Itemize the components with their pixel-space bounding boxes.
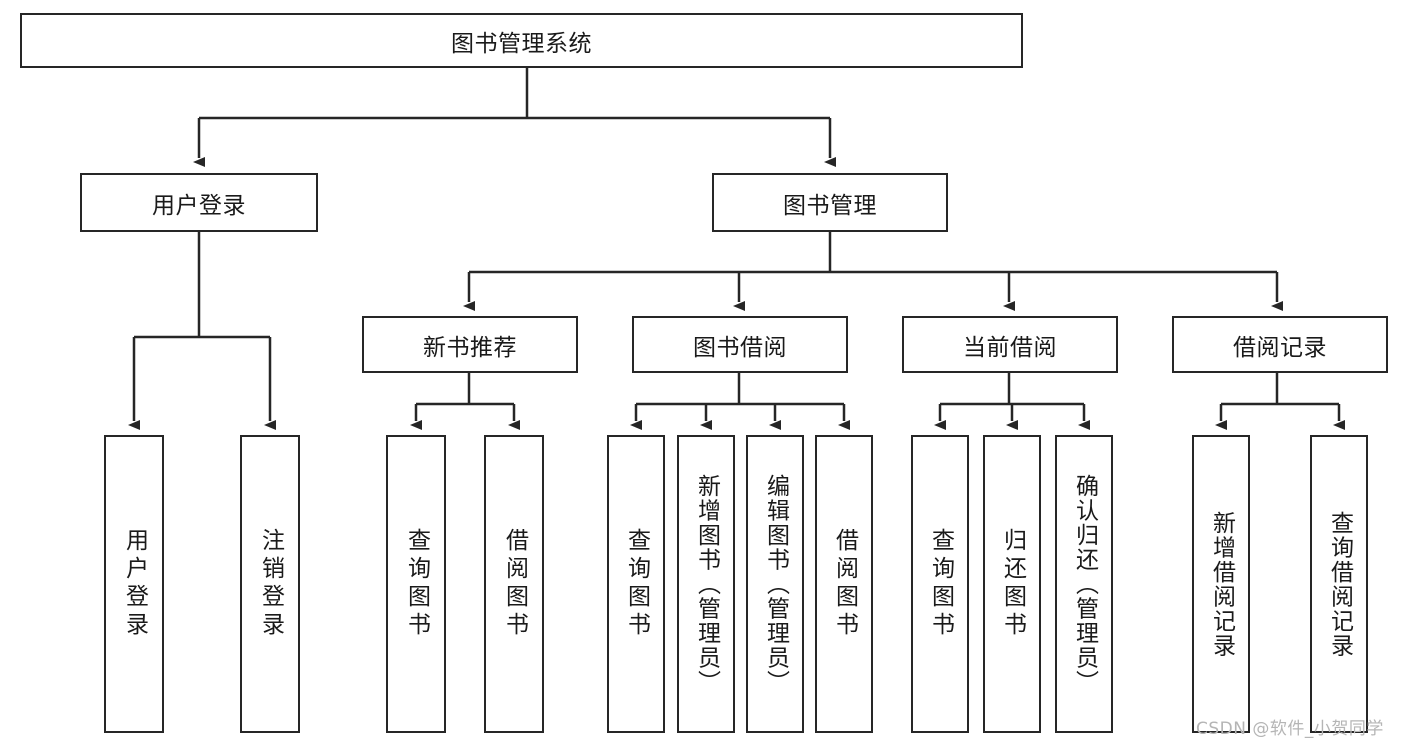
node-new-book-recommend[interactable]: 新书推荐 — [362, 316, 578, 373]
node-leaf-confirm-return-admin[interactable]: 确认归还（管理员） — [1055, 435, 1113, 733]
node-borrow-records[interactable]: 借阅记录 — [1172, 316, 1388, 373]
node-label-leaf-query-borrow-record: 查询借阅记录 — [1326, 510, 1353, 658]
node-leaf-user-login[interactable]: 用户登录 — [104, 435, 164, 733]
node-user-login[interactable]: 用户登录 — [80, 173, 318, 232]
node-leaf-return-book[interactable]: 归还图书 — [983, 435, 1041, 733]
node-label-new-book-recommend: 新书推荐 — [423, 334, 517, 361]
node-leaf-borrow-book[interactable]: 借阅图书 — [815, 435, 873, 733]
node-label-leaf-borrow-book: 借阅图书 — [831, 528, 858, 640]
node-label-current-borrow: 当前借阅 — [963, 334, 1057, 361]
node-label-leaf-return-book: 归还图书 — [999, 528, 1026, 640]
node-label-leaf-query-book-new: 查询图书 — [403, 528, 430, 640]
node-book-management[interactable]: 图书管理 — [712, 173, 948, 232]
node-label-leaf-logout: 注销登录 — [257, 528, 284, 640]
node-leaf-add-book-admin[interactable]: 新增图书（管理员） — [677, 435, 735, 733]
node-label-leaf-add-borrow-record: 新增借阅记录 — [1208, 510, 1235, 658]
node-leaf-query-book-current[interactable]: 查询图书 — [911, 435, 969, 733]
node-root[interactable]: 图书管理系统 — [20, 13, 1023, 68]
node-leaf-logout[interactable]: 注销登录 — [240, 435, 300, 733]
node-label-borrow-records: 借阅记录 — [1233, 334, 1327, 361]
node-label-leaf-borrow-book-new: 借阅图书 — [501, 528, 528, 640]
node-label-leaf-query-book-current: 查询图书 — [927, 528, 954, 640]
node-label-user-login: 用户登录 — [152, 192, 246, 219]
node-label-leaf-edit-book-admin: 编辑图书（管理员） — [762, 473, 789, 695]
node-label-book-management: 图书管理 — [783, 192, 877, 219]
node-leaf-query-book-new[interactable]: 查询图书 — [386, 435, 446, 733]
node-label-leaf-query-book-borrow: 查询图书 — [623, 528, 650, 640]
node-leaf-borrow-book-new[interactable]: 借阅图书 — [484, 435, 544, 733]
node-label-book-borrow: 图书借阅 — [693, 334, 787, 361]
csdn-watermark: CSDN @软件_小贺同学 — [1196, 719, 1384, 739]
node-label-leaf-confirm-return-admin: 确认归还（管理员） — [1071, 473, 1098, 695]
node-leaf-query-borrow-record[interactable]: 查询借阅记录 — [1310, 435, 1368, 733]
node-book-borrow[interactable]: 图书借阅 — [632, 316, 848, 373]
node-leaf-edit-book-admin[interactable]: 编辑图书（管理员） — [746, 435, 804, 733]
node-current-borrow[interactable]: 当前借阅 — [902, 316, 1118, 373]
node-leaf-query-book-borrow[interactable]: 查询图书 — [607, 435, 665, 733]
node-leaf-add-borrow-record[interactable]: 新增借阅记录 — [1192, 435, 1250, 733]
node-label-leaf-add-book-admin: 新增图书（管理员） — [693, 473, 720, 695]
node-label-leaf-user-login: 用户登录 — [121, 528, 148, 640]
node-label-root: 图书管理系统 — [451, 30, 592, 57]
